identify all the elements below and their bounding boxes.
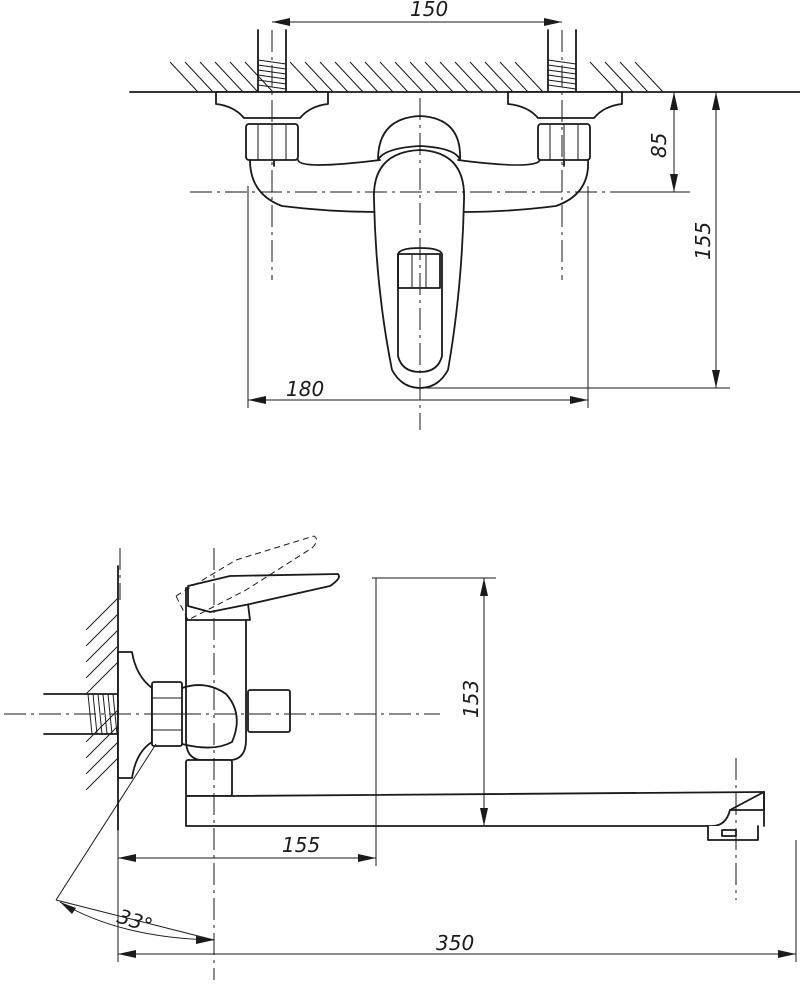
dimension-350: 350 bbox=[117, 840, 797, 962]
dimension-angle-label: 33° bbox=[114, 904, 155, 938]
dimension-153-label: 153 bbox=[459, 680, 483, 718]
side-lever-handle bbox=[187, 573, 340, 613]
side-spout bbox=[185, 759, 765, 841]
front-view: 150 85 155 180 bbox=[129, 0, 800, 430]
dimension-85-label: 85 bbox=[647, 133, 671, 158]
front-wall-hatching bbox=[129, 61, 800, 93]
dimension-350-label: 350 bbox=[436, 931, 474, 955]
front-lever-handle bbox=[373, 149, 465, 389]
side-diverter-knob bbox=[247, 689, 291, 733]
side-view: 153 155 33° 350 bbox=[4, 535, 797, 980]
dimension-85: 85 bbox=[610, 91, 690, 193]
dimension-150: 150 bbox=[272, 0, 562, 26]
front-central-body bbox=[377, 115, 461, 161]
dimension-155-front-label: 155 bbox=[691, 222, 715, 260]
dimension-155-side-label: 155 bbox=[282, 833, 320, 857]
dimension-155-side: 155 bbox=[117, 578, 377, 866]
front-right-nut bbox=[537, 123, 591, 161]
side-body-dome bbox=[181, 684, 238, 749]
front-connecting-body bbox=[249, 159, 589, 213]
dimension-153: 153 bbox=[372, 577, 496, 827]
dimension-155-front: 155 bbox=[420, 91, 730, 389]
dimension-180-label: 180 bbox=[286, 377, 324, 401]
side-lever-raised-position bbox=[175, 535, 318, 621]
dimension-150-label: 150 bbox=[410, 0, 448, 21]
front-lever-slot bbox=[397, 247, 443, 373]
front-handle-emblem bbox=[397, 253, 441, 289]
dimension-180: 180 bbox=[247, 186, 589, 408]
front-right-escutcheon bbox=[507, 91, 623, 119]
side-wall-hatching bbox=[85, 565, 119, 831]
